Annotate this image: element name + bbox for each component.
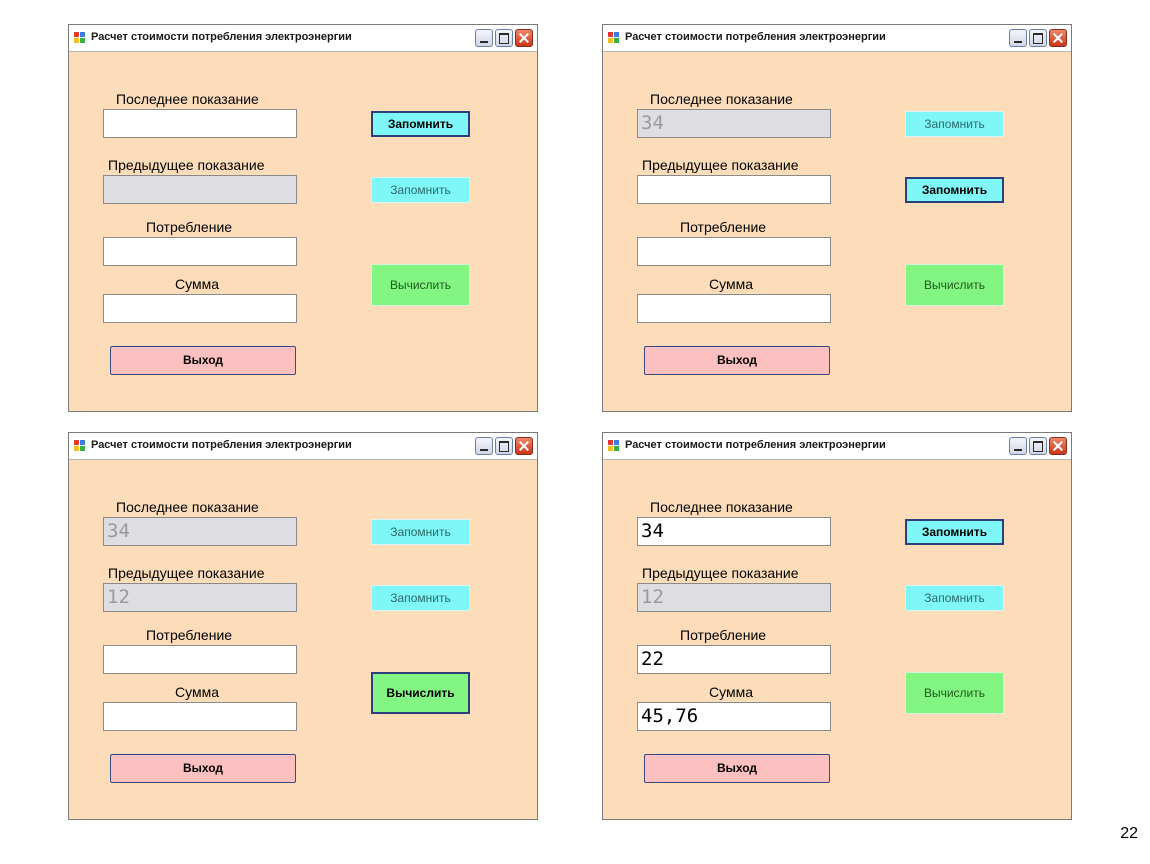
- exit-button[interactable]: Выход: [644, 346, 830, 375]
- consumption-input[interactable]: 22: [637, 645, 831, 674]
- close-icon[interactable]: [515, 437, 533, 455]
- consumption-input[interactable]: [637, 237, 831, 266]
- consumption-input[interactable]: [103, 237, 297, 266]
- maximize-icon[interactable]: [495, 437, 513, 455]
- save-last-button[interactable]: Запомнить: [371, 519, 470, 545]
- exit-button[interactable]: Выход: [110, 346, 296, 375]
- minimize-icon[interactable]: [1009, 29, 1027, 47]
- label-consumption: Потребление: [680, 219, 767, 235]
- save-last-button[interactable]: Запомнить: [905, 519, 1004, 545]
- previous-reading-input[interactable]: [103, 175, 297, 204]
- last-reading-input[interactable]: 34: [637, 517, 831, 546]
- label-previous-reading: Предыдущее показание: [108, 565, 265, 581]
- maximize-icon[interactable]: [1029, 437, 1047, 455]
- calculate-button[interactable]: Вычислить: [371, 672, 470, 714]
- save-last-button[interactable]: Запомнить: [371, 111, 470, 137]
- close-icon[interactable]: [1049, 437, 1067, 455]
- close-icon[interactable]: [515, 29, 533, 47]
- label-previous-reading: Предыдущее показание: [642, 157, 799, 173]
- label-sum: Сумма: [175, 684, 219, 700]
- exit-button[interactable]: Выход: [644, 754, 830, 783]
- minimize-icon[interactable]: [475, 29, 493, 47]
- label-consumption: Потребление: [146, 219, 233, 235]
- previous-reading-input[interactable]: [637, 175, 831, 204]
- sum-input[interactable]: [103, 702, 297, 731]
- app-window-2: Расчет стоимости потребления электроэнер…: [602, 24, 1072, 412]
- maximize-icon[interactable]: [1029, 29, 1047, 47]
- sum-input[interactable]: 45,76: [637, 702, 831, 731]
- app-icon: [74, 32, 86, 44]
- last-reading-input[interactable]: 34: [637, 109, 831, 138]
- minimize-icon[interactable]: [475, 437, 493, 455]
- label-last-reading: Последнее показание: [650, 91, 793, 107]
- save-previous-button[interactable]: Запомнить: [905, 177, 1004, 203]
- title-bar[interactable]: Расчет стоимости потребления электроэнер…: [603, 25, 1071, 52]
- app-window-4: Расчет стоимости потребления электроэнер…: [602, 432, 1072, 820]
- app-icon: [608, 32, 620, 44]
- maximize-icon[interactable]: [495, 29, 513, 47]
- calculate-button[interactable]: Вычислить: [371, 264, 470, 306]
- save-previous-button[interactable]: Запомнить: [371, 585, 470, 611]
- label-sum: Сумма: [709, 684, 753, 700]
- label-consumption: Потребление: [680, 627, 767, 643]
- previous-reading-input[interactable]: 12: [637, 583, 831, 612]
- label-consumption: Потребление: [146, 627, 233, 643]
- previous-reading-input[interactable]: 12: [103, 583, 297, 612]
- label-previous-reading: Предыдущее показание: [108, 157, 265, 173]
- save-previous-button[interactable]: Запомнить: [905, 585, 1004, 611]
- close-icon[interactable]: [1049, 29, 1067, 47]
- title-bar[interactable]: Расчет стоимости потребления электроэнер…: [603, 433, 1071, 460]
- exit-button[interactable]: Выход: [110, 754, 296, 783]
- page-number: 22: [1120, 825, 1138, 842]
- last-reading-input[interactable]: [103, 109, 297, 138]
- label-sum: Сумма: [709, 276, 753, 292]
- consumption-input[interactable]: [103, 645, 297, 674]
- window-title: Расчет стоимости потребления электроэнер…: [91, 439, 352, 451]
- app-window-1: Расчет стоимости потребления электроэнер…: [68, 24, 538, 412]
- label-last-reading: Последнее показание: [650, 499, 793, 515]
- minimize-icon[interactable]: [1009, 437, 1027, 455]
- label-last-reading: Последнее показание: [116, 499, 259, 515]
- label-previous-reading: Предыдущее показание: [642, 565, 799, 581]
- window-title: Расчет стоимости потребления электроэнер…: [91, 31, 352, 43]
- last-reading-input[interactable]: 34: [103, 517, 297, 546]
- window-title: Расчет стоимости потребления электроэнер…: [625, 439, 886, 451]
- sum-input[interactable]: [103, 294, 297, 323]
- window-title: Расчет стоимости потребления электроэнер…: [625, 31, 886, 43]
- sum-input[interactable]: [637, 294, 831, 323]
- title-bar[interactable]: Расчет стоимости потребления электроэнер…: [69, 433, 537, 460]
- calculate-button[interactable]: Вычислить: [905, 672, 1004, 714]
- save-last-button[interactable]: Запомнить: [905, 111, 1004, 137]
- app-icon: [608, 440, 620, 452]
- save-previous-button[interactable]: Запомнить: [371, 177, 470, 203]
- app-icon: [74, 440, 86, 452]
- app-window-3: Расчет стоимости потребления электроэнер…: [68, 432, 538, 820]
- label-last-reading: Последнее показание: [116, 91, 259, 107]
- calculate-button[interactable]: Вычислить: [905, 264, 1004, 306]
- label-sum: Сумма: [175, 276, 219, 292]
- title-bar[interactable]: Расчет стоимости потребления электроэнер…: [69, 25, 537, 52]
